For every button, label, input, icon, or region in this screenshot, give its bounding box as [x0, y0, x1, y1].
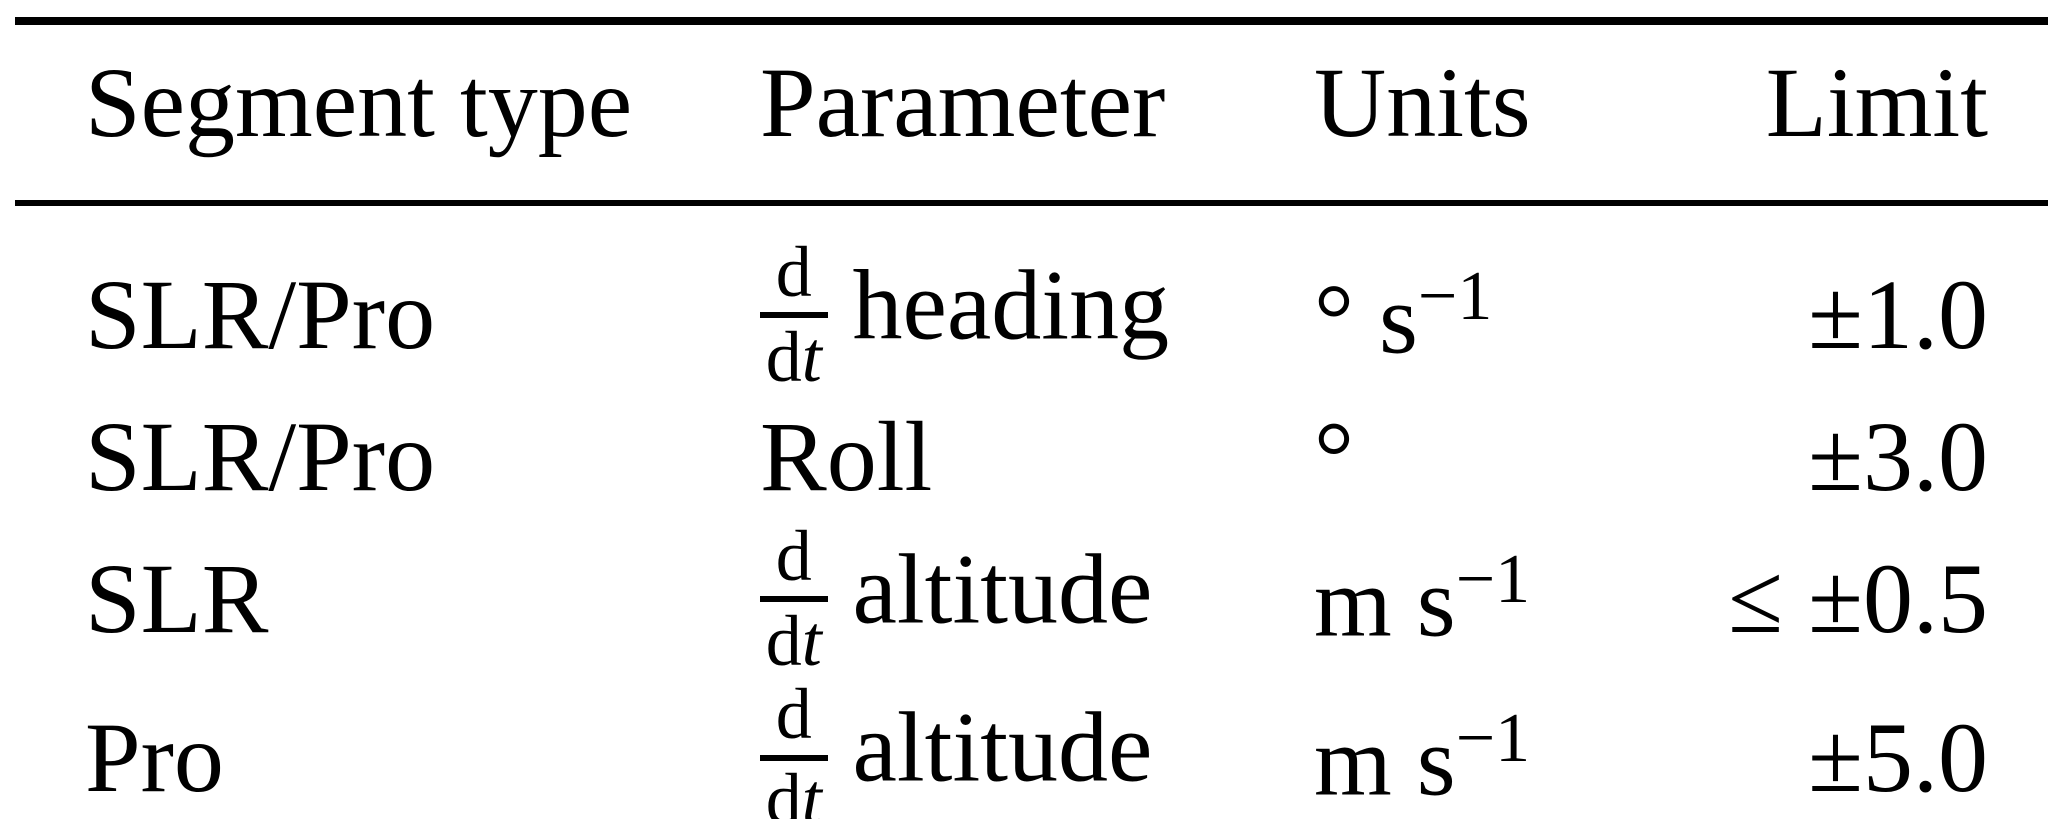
cell-units: m s−1: [1314, 678, 1654, 819]
units-exponent: −1: [1417, 257, 1493, 335]
units-base: °: [1314, 401, 1354, 513]
cell-segment-type: Pro: [85, 701, 224, 813]
fraction-denominator-d: d: [765, 317, 802, 398]
cell-units: ° s−1: [1314, 203, 1654, 395]
cell-units: °: [1314, 395, 1654, 520]
header-segment-type: Segment type: [15, 21, 760, 206]
units-exponent: −1: [1455, 541, 1531, 619]
fraction-denominator: dt: [760, 595, 828, 681]
fraction-denominator-d: d: [765, 759, 802, 819]
cell-limit: ≤ ±0.5: [1728, 542, 1988, 654]
cell-limit: ±3.0: [1808, 401, 1988, 513]
parameter-label: altitude: [852, 532, 1153, 644]
header-limit: Limit: [1654, 21, 2048, 206]
fraction-denominator-t: t: [801, 600, 822, 681]
cell-segment-type: SLR: [85, 542, 269, 654]
cell-parameter: Roll: [760, 395, 1314, 520]
header-parameter: Parameter: [760, 21, 1314, 206]
table-header-row: Segment type Parameter Units Limit: [15, 21, 2048, 206]
fraction-denominator: dt: [760, 312, 828, 394]
parameter-label: Roll: [760, 401, 933, 513]
cell-units: m s−1: [1314, 520, 1654, 679]
parameter-label: heading: [852, 249, 1170, 361]
cell-limit: ±5.0: [1808, 701, 1988, 813]
fraction-numerator: d: [775, 515, 812, 596]
units-exponent: −1: [1455, 699, 1531, 777]
units-base: m s: [1314, 546, 1456, 658]
flight-parameter-limits-table: Segment type Parameter Units Limit SLR/P…: [15, 17, 2048, 819]
fraction-denominator-t: t: [801, 759, 822, 819]
fraction-numerator: d: [775, 232, 812, 312]
cell-segment-type: SLR/Pro: [85, 259, 436, 371]
units-base: ° s: [1314, 263, 1418, 375]
cell-segment-type: SLR/Pro: [85, 401, 436, 513]
fraction-numerator: d: [775, 674, 812, 755]
parameter-label: altitude: [852, 691, 1153, 803]
fraction-denominator: dt: [760, 754, 828, 819]
fraction-denominator-d: d: [765, 600, 802, 681]
cell-limit: ±1.0: [1808, 259, 1988, 371]
units-base: m s: [1314, 705, 1456, 817]
table-row: SLR/Pro Roll ° ±3.0: [15, 395, 2048, 520]
fraction-denominator-t: t: [801, 317, 822, 398]
header-units: Units: [1314, 21, 1654, 206]
